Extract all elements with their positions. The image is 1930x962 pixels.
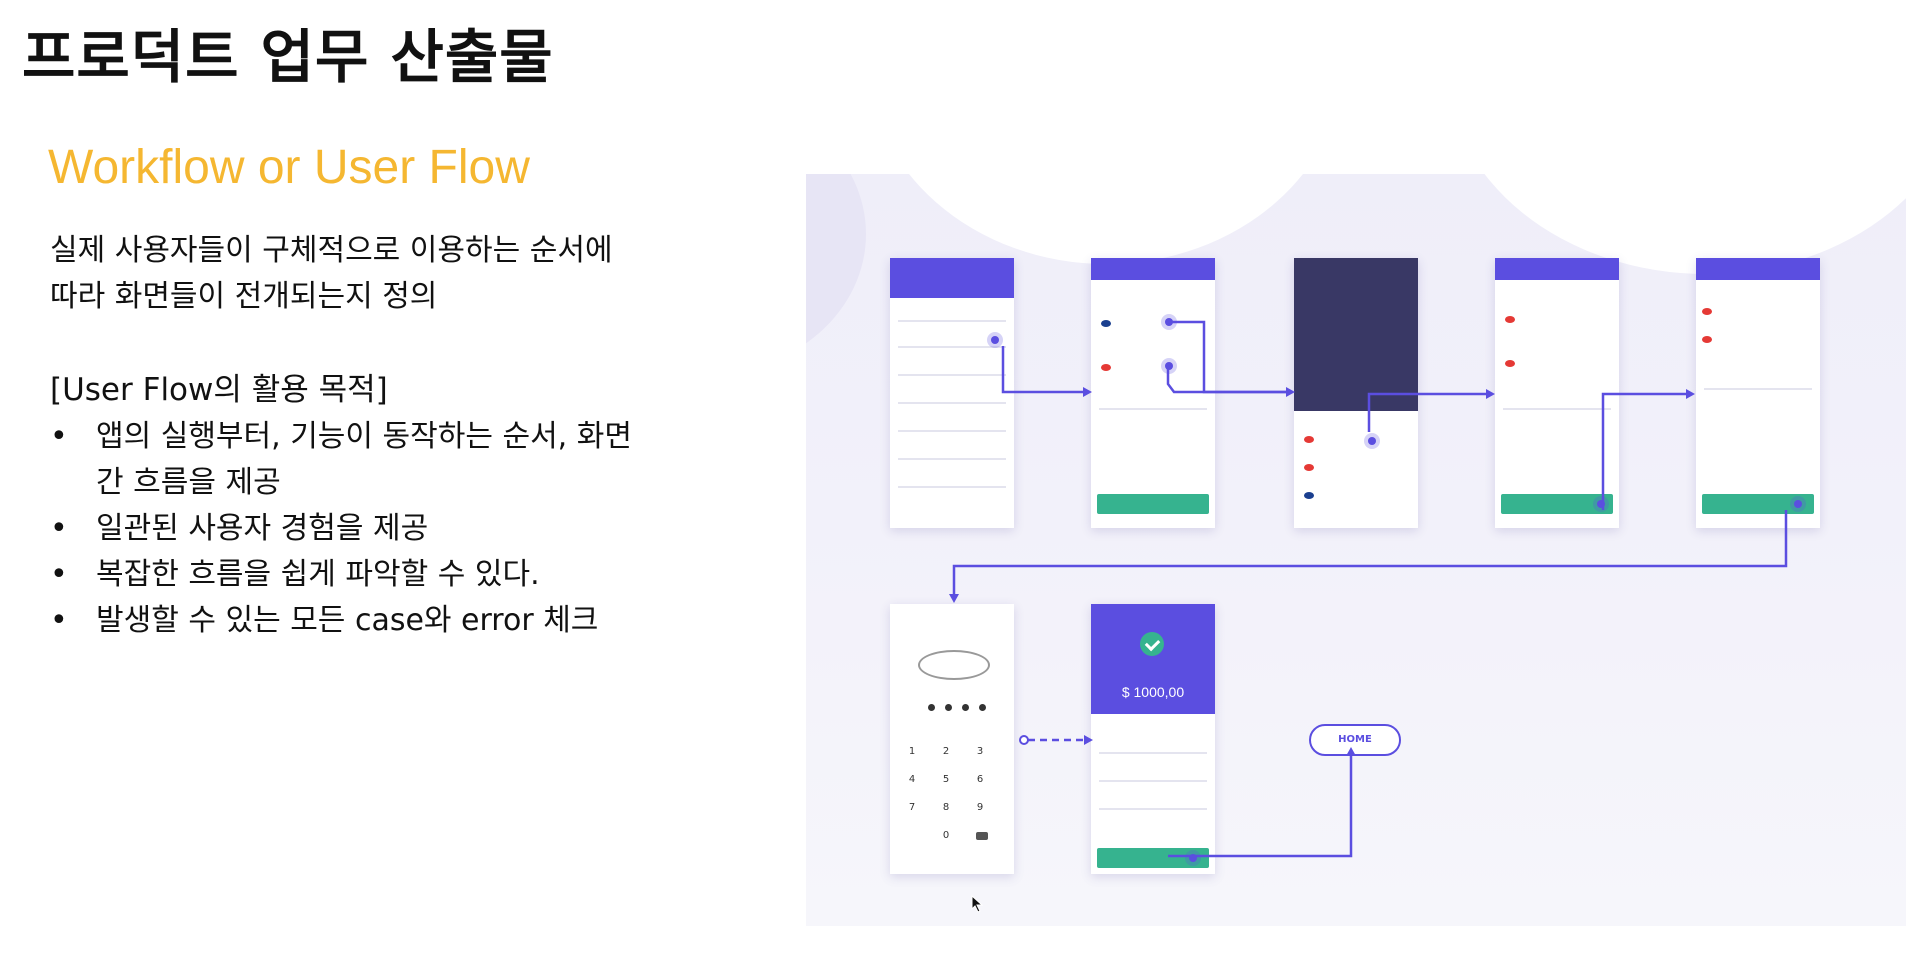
tap-indicator — [1364, 433, 1380, 449]
tap-indicator — [987, 332, 1003, 348]
tap-indicator — [1593, 496, 1609, 512]
pin-dot — [979, 704, 986, 711]
dashed-arrow-origin — [1019, 735, 1029, 745]
tap-indicator — [1185, 850, 1201, 866]
next-button[interactable] — [1501, 494, 1613, 514]
next-button[interactable] — [1097, 494, 1209, 514]
keypad-key[interactable]: 6 — [976, 774, 984, 785]
arrow-head — [1346, 747, 1356, 756]
mastercard-icon — [1101, 364, 1111, 371]
phone-screen-summary — [1696, 258, 1820, 528]
arrow-head — [1083, 387, 1092, 397]
flow-arrow — [1001, 346, 1083, 394]
completed-header: $ 1000,00 — [1091, 604, 1215, 714]
mouse-cursor-icon — [971, 895, 984, 913]
keypad-key[interactable]: 1 — [908, 746, 916, 757]
tap-indicator — [1790, 496, 1806, 512]
keypad-key[interactable]: 7 — [908, 802, 916, 813]
mastercard-icon — [1304, 436, 1314, 443]
mastercard-icon — [1304, 464, 1314, 471]
keypad-key[interactable]: 0 — [942, 830, 950, 841]
pin-dot — [962, 704, 969, 711]
keypad-key[interactable]: 4 — [908, 774, 916, 785]
finish-button[interactable] — [1097, 848, 1209, 868]
mastercard-icon — [1702, 308, 1712, 315]
purpose-bullet-list: 앱의 실행부터, 기능이 동작하는 순서, 화면 간 흐름을 제공 일관된 사용… — [50, 414, 632, 644]
purpose-heading: [User Flow의 활용 목적] — [50, 372, 388, 408]
keypad-key[interactable]: 8 — [942, 802, 950, 813]
completed-amount: $ 1000,00 — [1121, 684, 1185, 700]
slide-title: 프로덕트 업무 산출물 — [22, 23, 554, 91]
fingerprint-icon — [918, 650, 990, 680]
phone-screen-amount — [1495, 258, 1619, 528]
header-bar — [1696, 258, 1820, 280]
bullet-item: 일관된 사용자 경험을 제공 — [50, 506, 632, 552]
keypad-key[interactable]: 5 — [942, 774, 950, 785]
pin-dot — [928, 704, 935, 711]
arrow-head — [1486, 389, 1495, 399]
keypad-key[interactable]: 9 — [976, 802, 984, 813]
arrow-head — [1686, 389, 1695, 399]
flow-arrow — [952, 510, 1788, 594]
mastercard-icon — [1505, 360, 1515, 367]
flow-arrow — [1601, 392, 1686, 510]
flow-arrow — [1367, 392, 1486, 432]
keypad-key[interactable]: 2 — [942, 746, 950, 757]
slide-subtitle: Workflow or User Flow — [48, 141, 530, 194]
arrow-head — [949, 594, 959, 603]
flow-arrow — [1168, 756, 1353, 858]
visa-card-icon — [1101, 320, 1111, 327]
visa-card-icon — [1304, 492, 1314, 499]
header-bar — [890, 258, 1014, 298]
phone-screen-completed: $ 1000,00 — [1091, 604, 1215, 874]
flow-arrow — [1166, 366, 1286, 394]
pin-dot — [945, 704, 952, 711]
phone-screen-payments — [890, 258, 1014, 528]
slide-description: 실제 사용자들이 구체적으로 이용하는 순서에 따라 화면들이 전개되는지 정의 — [50, 233, 613, 314]
header-bar — [1495, 258, 1619, 280]
mastercard-icon — [1702, 336, 1712, 343]
confirm-button[interactable] — [1702, 494, 1814, 514]
flow-arrows — [949, 320, 1788, 858]
user-flow-diagram-image: 1 2 3 4 5 6 7 8 9 0 $ 1000,00 HOME — [806, 174, 1906, 926]
dark-overlay — [1294, 258, 1418, 411]
arrow-head — [1084, 735, 1093, 745]
header-bar — [1091, 258, 1215, 280]
bullet-item: 복잡한 흐름을 쉽게 파악할 수 있다. — [50, 552, 632, 598]
mastercard-icon — [1505, 316, 1515, 323]
backspace-icon[interactable] — [976, 832, 988, 840]
bullet-item: 앱의 실행부터, 기능이 동작하는 순서, 화면 간 흐름을 제공 — [50, 414, 632, 506]
phone-screen-enter-pin: 1 2 3 4 5 6 7 8 9 0 — [890, 604, 1014, 874]
arrow-head — [1286, 387, 1295, 397]
keypad-key[interactable]: 3 — [976, 746, 984, 757]
flow-arrow — [1168, 320, 1286, 394]
check-icon — [1140, 632, 1164, 656]
bullet-item: 발생할 수 있는 모든 case와 error 체크 — [50, 598, 632, 644]
